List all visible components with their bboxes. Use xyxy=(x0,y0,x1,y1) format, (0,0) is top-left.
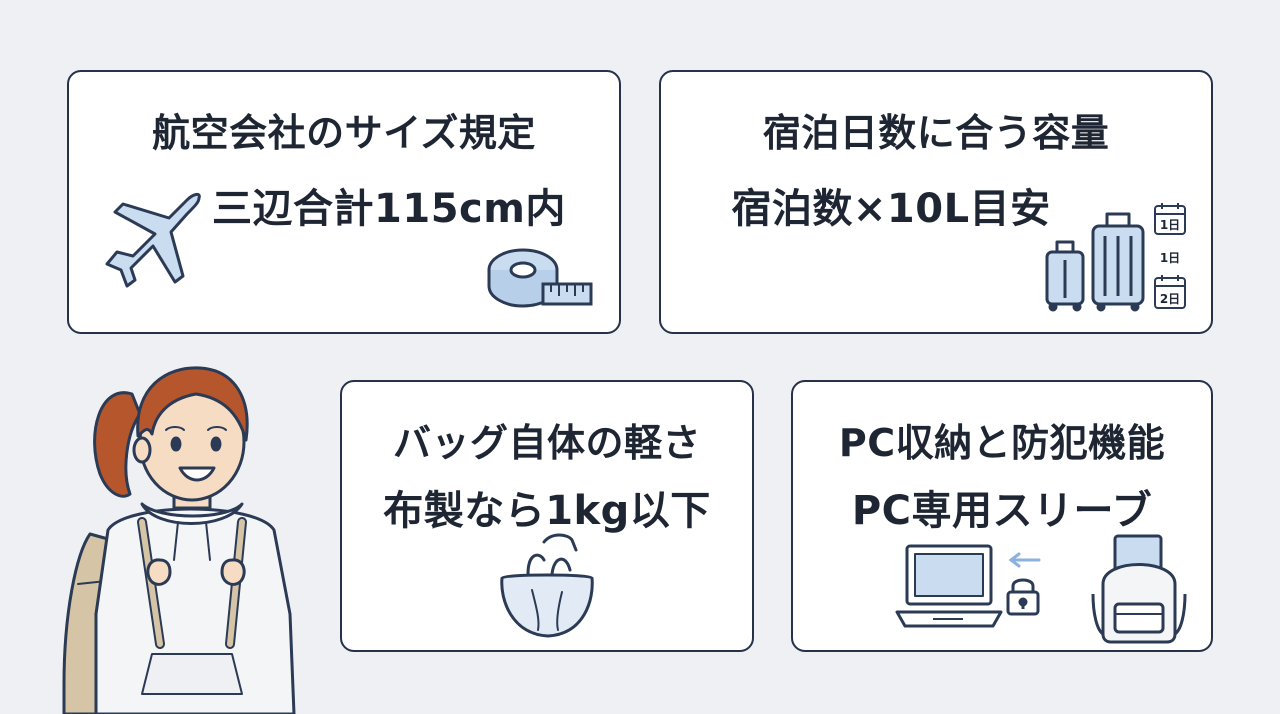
padlock-icon xyxy=(1006,578,1040,616)
card-subtitle: PC専用スリーブ xyxy=(851,488,1153,534)
calendar-icon: 1日 1日 2日 xyxy=(1154,203,1186,309)
airplane-icon xyxy=(105,192,201,288)
calendar-label: 1日 xyxy=(1160,218,1180,232)
suitcase-icon xyxy=(1045,212,1145,312)
backpack-icon xyxy=(1091,534,1187,644)
calendar-label: 2日 xyxy=(1160,292,1180,306)
card-subtitle: 宿泊数×10L目安 xyxy=(731,186,1051,232)
card-pc-security: PC収納と防犯機能 PC専用スリーブ xyxy=(791,380,1213,652)
card-title: 航空会社のサイズ規定 xyxy=(152,111,536,155)
card-airline-size: 航空会社のサイズ規定 三辺合計115cm内 xyxy=(67,70,621,334)
arrow-left-icon xyxy=(1008,552,1041,568)
traveler-illustration xyxy=(62,366,296,714)
card-weight: バッグ自体の軽さ 布製なら1kg以下 xyxy=(340,380,754,652)
card-title: バッグ自体の軽さ xyxy=(392,421,701,465)
card-subtitle: 布製なら1kg以下 xyxy=(383,488,711,534)
laptop-icon xyxy=(895,544,1003,628)
card-title: 宿泊日数に合う容量 xyxy=(762,111,1110,155)
card-capacity: 宿泊日数に合う容量 宿泊数×10L目安 1日 xyxy=(659,70,1213,334)
calendar-label: 1日 xyxy=(1160,251,1180,265)
card-title: PC収納と防犯機能 xyxy=(838,421,1166,465)
tote-bag-icon xyxy=(500,533,594,638)
tape-measure-icon xyxy=(487,248,593,308)
card-subtitle: 三辺合計115cm内 xyxy=(212,186,566,232)
